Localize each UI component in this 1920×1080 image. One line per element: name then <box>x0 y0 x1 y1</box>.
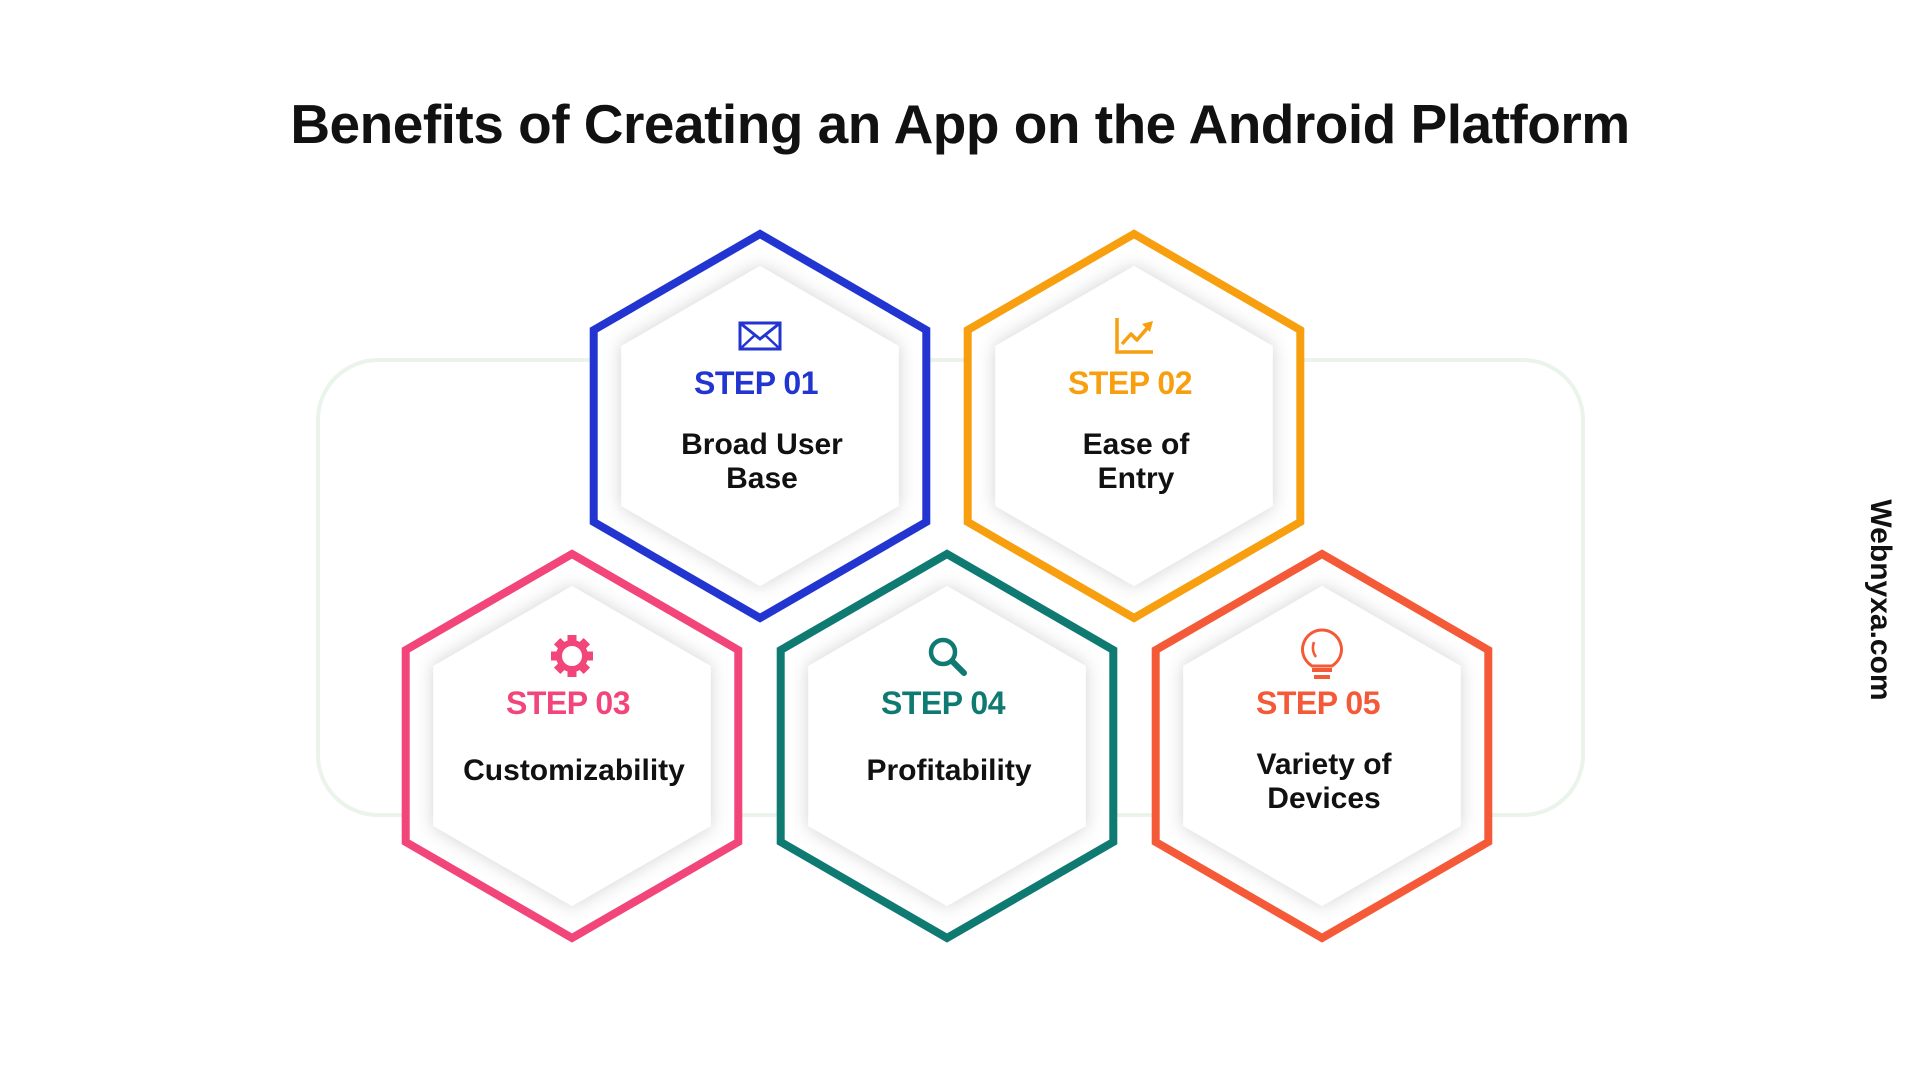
step-label: Devices <box>1267 782 1380 815</box>
hexagon-inner <box>621 266 899 586</box>
hexagon-inner <box>1183 586 1461 906</box>
hexagon-inner <box>995 266 1273 586</box>
step-number: STEP 01 <box>694 365 818 401</box>
hexagon-inner <box>433 586 711 906</box>
gear-icon <box>551 635 593 677</box>
watermark: Webnyxa.com <box>1864 499 1897 701</box>
step-label: Variety of <box>1256 748 1392 781</box>
hexagon-step-4: STEP 04 Profitability <box>776 549 1118 943</box>
search-icon <box>928 637 967 676</box>
chart-up-icon <box>1115 318 1153 354</box>
step-number: STEP 05 <box>1256 685 1380 721</box>
step-number: STEP 02 <box>1068 365 1192 401</box>
step-label: Base <box>726 462 798 495</box>
hexagon-step-3: STEP 03 Customizability <box>401 549 743 943</box>
step-label: Profitability <box>866 754 1031 787</box>
mail-icon <box>738 321 782 351</box>
step-label: Customizability <box>463 754 685 787</box>
step-number: STEP 04 <box>881 685 1006 721</box>
lightbulb-icon <box>1301 628 1343 679</box>
step-label: Ease of <box>1083 428 1191 461</box>
step-number: STEP 03 <box>506 685 630 721</box>
step-label: Broad User <box>681 428 843 461</box>
page-title: Benefits of Creating an App on the Andro… <box>290 93 1630 155</box>
hexagon-inner <box>808 586 1086 906</box>
step-label: Entry <box>1098 462 1175 495</box>
